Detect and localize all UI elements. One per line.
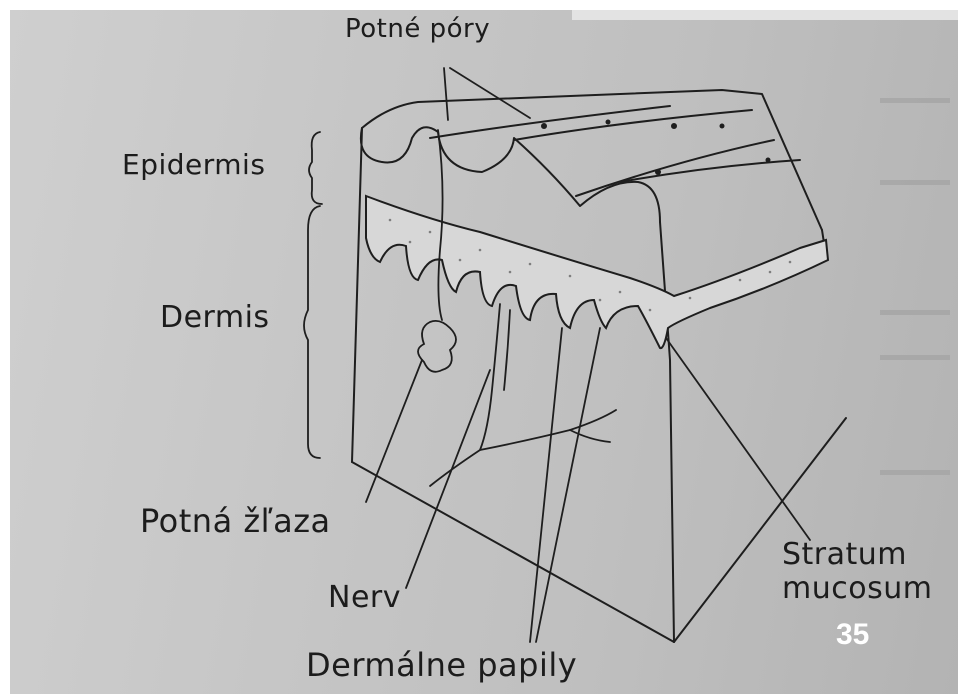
stratum-mucosum-band [366, 196, 828, 348]
label-sweat-gland: Potná žľaza [140, 502, 331, 540]
leader-sweat-gland [366, 360, 422, 502]
block-front-edge [660, 222, 674, 642]
nerve-fiber [504, 310, 510, 390]
leader-stratum [666, 338, 810, 540]
label-stratum-line2: mucosum [782, 572, 932, 606]
block-bottom-right-edge [674, 418, 846, 642]
label-nerve: Nerv [328, 580, 401, 615]
label-dermal-papillae: Dermálne papily [306, 646, 577, 684]
pore-marks [541, 120, 771, 176]
nerve-fiber [480, 304, 616, 450]
ridge-line [514, 110, 752, 140]
label-stratum-mucosum: Stratum mucosum [782, 538, 932, 606]
dermis-brace [304, 206, 320, 458]
page-number: 35 [836, 618, 869, 652]
leader-nerve [406, 370, 490, 588]
label-sweat-pores: Potné póry [345, 14, 490, 44]
skin-top-surface [362, 90, 822, 230]
leader-sweat-pores [444, 68, 448, 120]
label-stratum-line1: Stratum [782, 538, 932, 572]
nerve-fiber [570, 430, 610, 442]
label-dermis: Dermis [160, 300, 270, 335]
block-bottom-edge [352, 462, 674, 642]
label-epidermis: Epidermis [122, 148, 265, 181]
nerve-fiber [430, 450, 480, 486]
textbook-photo: Potné póry Epidermis Dermis Potná žľaza … [10, 10, 958, 694]
epidermis-bumps [361, 127, 660, 222]
epidermis-brace [309, 132, 322, 204]
sweat-gland-coil [418, 321, 456, 372]
block-left-edge [352, 128, 362, 462]
leader-sweat-pores [450, 68, 530, 118]
ridge-line [620, 160, 800, 182]
